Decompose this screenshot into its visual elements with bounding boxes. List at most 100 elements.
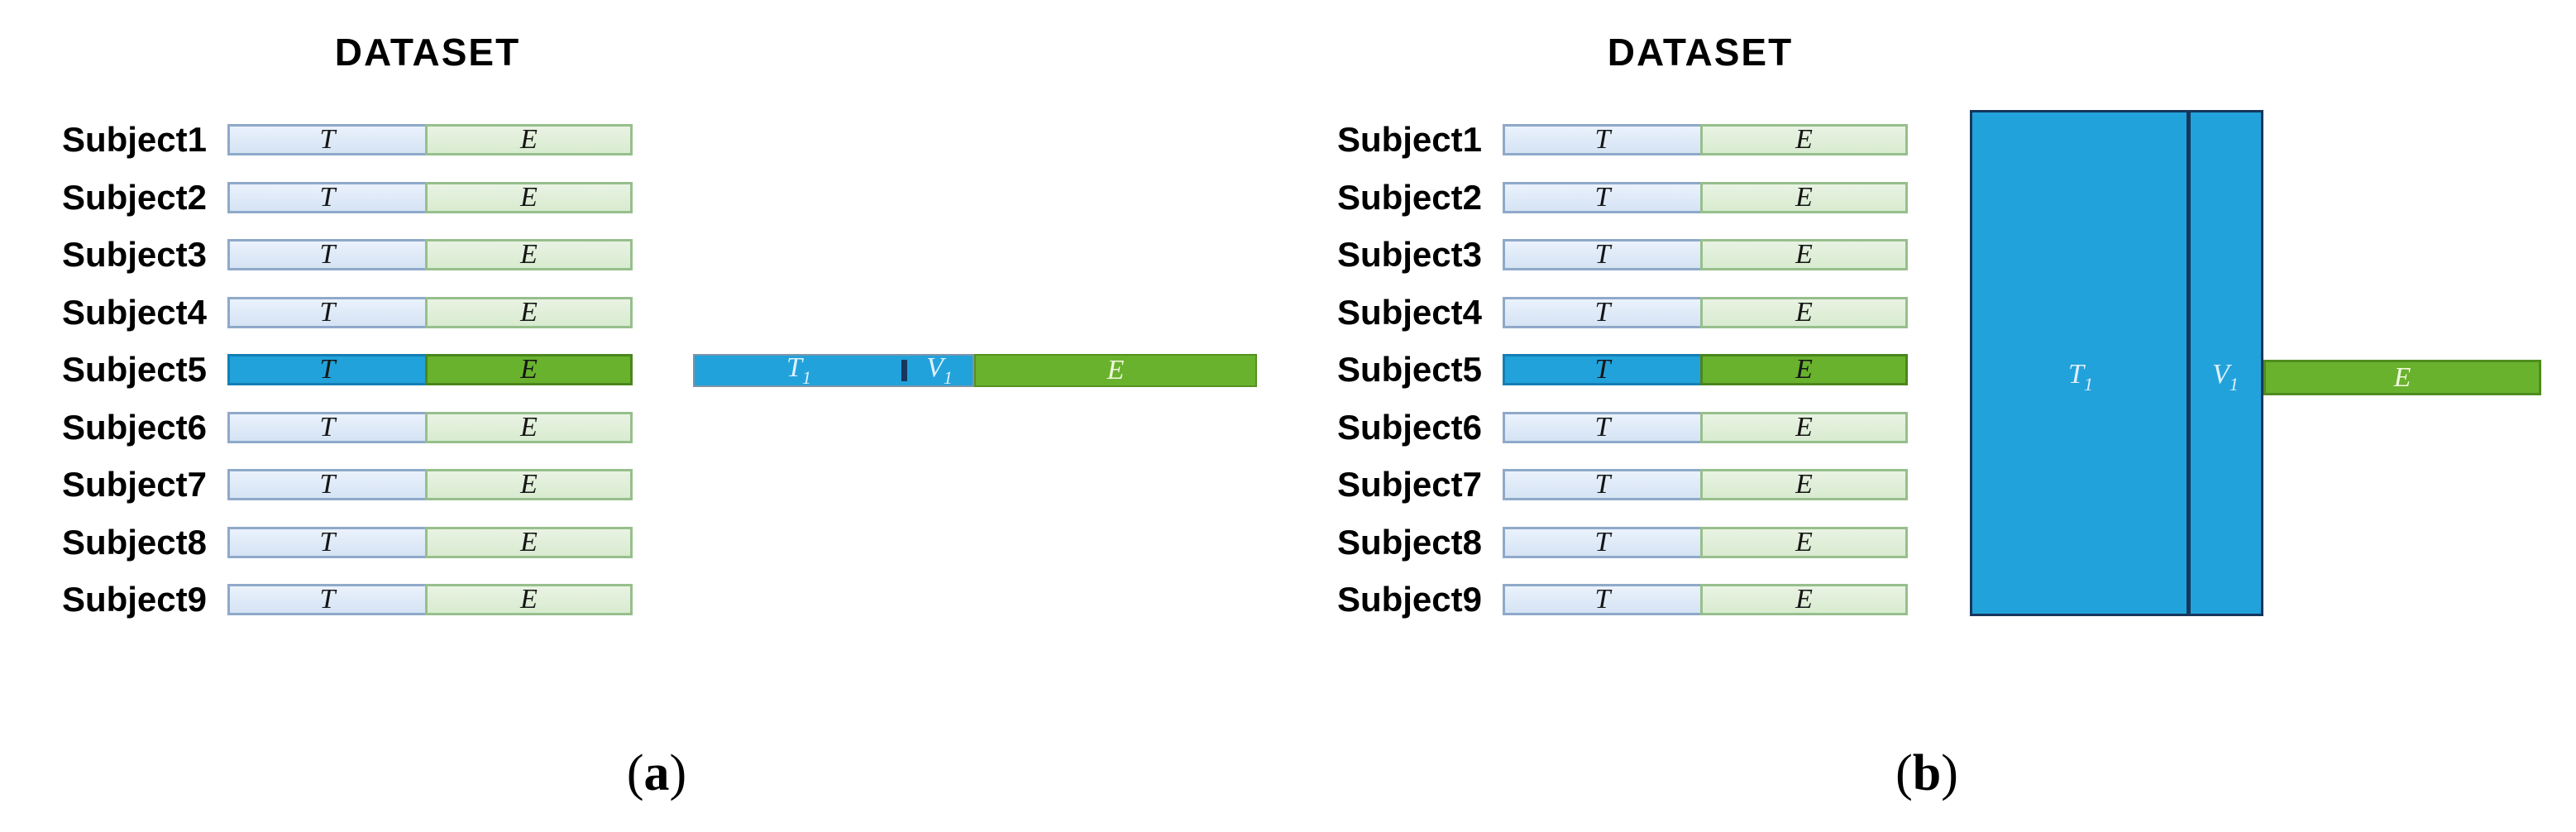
- subject-data-bar: T E: [1503, 469, 1908, 500]
- validation-fold-label: V1: [926, 352, 953, 388]
- segment-letter: T: [1594, 469, 1611, 500]
- subject-row: Subject3 T E: [0, 235, 2576, 274]
- evaluation-segment-highlighted: E: [1700, 354, 1908, 385]
- segment-letter: E: [520, 354, 538, 385]
- subject5-split-bar: E T1 V1: [693, 354, 1257, 387]
- segment-letter: E: [1795, 297, 1813, 328]
- subject-row: Subject8 T E: [0, 523, 2576, 562]
- training-segment-highlighted: T: [1503, 354, 1703, 385]
- training-segment: T: [227, 297, 428, 328]
- training-segment-highlighted: T: [227, 354, 428, 385]
- segment-letter: T: [319, 239, 336, 270]
- subject-label: Subject5: [1336, 350, 1482, 389]
- subject-row: Subject1 T E: [0, 120, 2576, 159]
- segment-letter: T: [1594, 297, 1611, 328]
- subject-label: Subject3: [1336, 235, 1482, 274]
- evaluation-segment: E: [1700, 182, 1908, 213]
- segment-letter: E: [520, 297, 538, 328]
- training-segment: T: [1503, 584, 1703, 615]
- subject-data-bar: T E: [1503, 297, 1908, 328]
- subject-row: Subject1 T E: [0, 120, 2576, 159]
- segment-letter: E: [1795, 182, 1813, 213]
- train-fold-label: T1: [2068, 359, 2093, 394]
- evaluation-segment: E: [425, 469, 633, 500]
- segment-letter: E: [520, 412, 538, 442]
- caption-a: (a): [626, 745, 687, 801]
- segment-letter: T: [1594, 124, 1611, 155]
- segment-letter: E: [1795, 239, 1813, 270]
- subject-row-highlighted: Subject5 T E: [0, 350, 2576, 389]
- validation-fold-label: V1: [2212, 359, 2239, 394]
- segment-letter: E: [1795, 412, 1813, 442]
- subject-label: Subject6: [61, 408, 207, 447]
- subject5-evaluation-bar: E: [2263, 360, 2541, 395]
- segment-letter: E: [1795, 469, 1813, 500]
- subject-label: Subject1: [1336, 120, 1482, 159]
- subject-data-bar: T E: [227, 354, 633, 385]
- training-segment: T: [1503, 527, 1703, 558]
- subject-label: Subject2: [1336, 178, 1482, 217]
- evaluation-letter: E: [2393, 361, 2411, 393]
- subject-row: Subject4 T E: [0, 293, 2576, 332]
- subject-data-bar: T E: [227, 469, 633, 500]
- evaluation-segment: E: [1700, 527, 1908, 558]
- training-segment: T: [1503, 239, 1703, 270]
- evaluation-segment: E: [1700, 469, 1908, 500]
- evaluation-segment: E: [425, 584, 633, 615]
- subject-label: Subject9: [61, 580, 207, 619]
- subject-data-bar: T E: [1503, 584, 1908, 615]
- segment-letter: T: [319, 584, 336, 614]
- evaluation-segment: E: [425, 297, 633, 328]
- segment-letter: T: [1594, 354, 1611, 385]
- subject-row: Subject9 T E: [0, 582, 2576, 617]
- train-validation-section: [693, 354, 974, 387]
- segment-letter: E: [1795, 354, 1813, 385]
- subject-data-bar: T E: [227, 527, 633, 558]
- segment-letter: T: [319, 297, 336, 328]
- subject-data-bar: T E: [1503, 124, 1908, 155]
- segment-letter: T: [1594, 239, 1611, 270]
- subject-label: Subject1: [61, 120, 207, 159]
- segment-letter: E: [1795, 584, 1813, 614]
- subject-data-bar: T E: [227, 124, 633, 155]
- subject-data-bar: T E: [227, 412, 633, 443]
- dataset-title-a: DATASET: [334, 31, 521, 74]
- segment-letter: T: [319, 354, 336, 385]
- training-segment: T: [227, 239, 428, 270]
- subject-label: Subject8: [1336, 523, 1482, 562]
- training-segment: T: [1503, 469, 1703, 500]
- subject-data-bar: T E: [227, 239, 633, 270]
- subject-data-bar: T E: [1503, 412, 1908, 443]
- training-segment: T: [227, 124, 428, 155]
- evaluation-segment: E: [1700, 239, 1908, 270]
- segment-letter: E: [520, 469, 538, 500]
- segment-letter: T: [319, 469, 336, 500]
- segment-letter: E: [520, 239, 538, 270]
- subject-row-highlighted: Subject5 T E: [0, 352, 2576, 387]
- evaluation-segment: E: [425, 182, 633, 213]
- subject-data-bar: T E: [1503, 182, 1908, 213]
- subject-row: Subject8 T E: [0, 523, 2576, 562]
- subject-row: Subject7 T E: [0, 465, 2576, 504]
- training-segment: T: [1503, 297, 1703, 328]
- subject-label: Subject2: [61, 178, 207, 217]
- segment-letter: T: [1594, 527, 1611, 557]
- evaluation-segment: E: [1700, 584, 1908, 615]
- subject-label: Subject8: [61, 523, 207, 562]
- dataset-title-b: DATASET: [1607, 31, 1794, 74]
- subject-row: Subject3 T E: [0, 237, 2576, 272]
- subject-label: Subject7: [1336, 465, 1482, 504]
- training-segment: T: [1503, 412, 1703, 443]
- training-segment: T: [1503, 182, 1703, 213]
- evaluation-segment: E: [1700, 124, 1908, 155]
- segment-letter: T: [1594, 412, 1611, 442]
- segment-letter: T: [1594, 182, 1611, 213]
- evaluation-segment: E: [1700, 412, 1908, 443]
- subject-row: Subject6 T E: [0, 410, 2576, 445]
- evaluation-section: E: [974, 354, 1257, 387]
- evaluation-segment: E: [425, 527, 633, 558]
- train-validation-divider: [2186, 112, 2191, 614]
- segment-letter: T: [319, 527, 336, 557]
- subject-label: Subject4: [1336, 293, 1482, 332]
